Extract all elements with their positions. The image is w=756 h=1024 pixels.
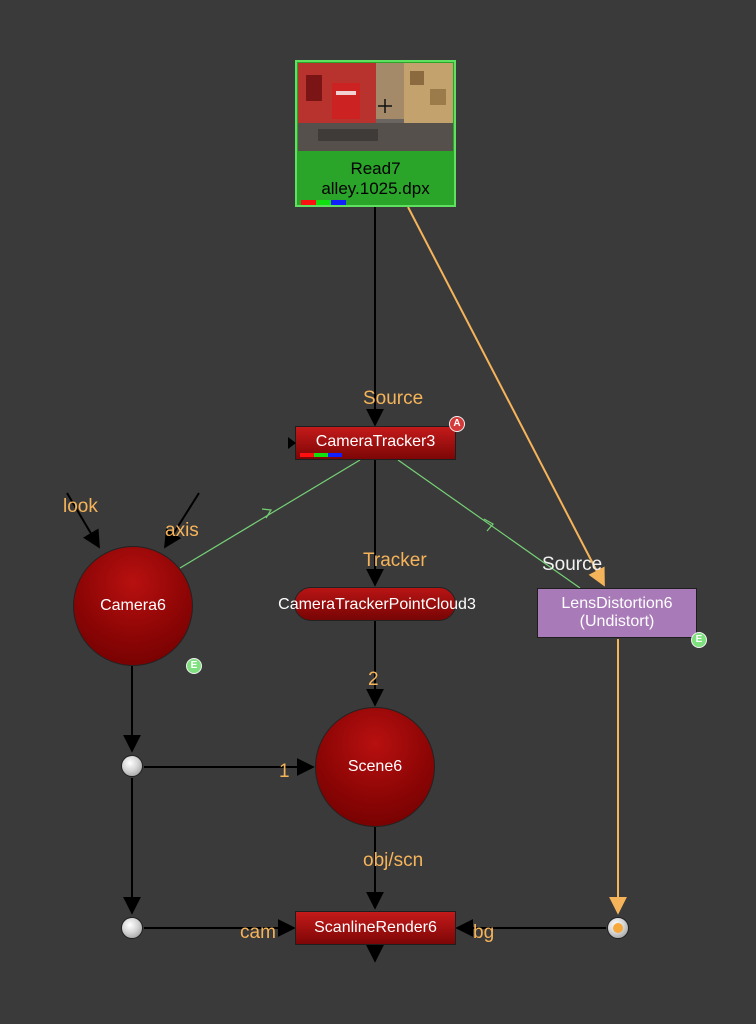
input-label-look: look <box>63 496 98 517</box>
channel-red <box>301 200 316 205</box>
scanline-node[interactable]: ScanlineRender6 <box>295 911 456 945</box>
input-label-cam: cam <box>240 922 276 943</box>
pointcloud-node-name: CameraTrackerPointCloud3 <box>278 596 476 613</box>
channel-green <box>316 200 331 205</box>
pipe-camera-look[interactable] <box>66 492 100 549</box>
cameratracker-node-name: CameraTracker3 <box>315 433 436 450</box>
read-node-file: alley.1025.dpx <box>321 179 430 198</box>
link-cameratracker-to-camera <box>179 459 361 569</box>
camera-node[interactable]: Camera6 <box>73 546 193 666</box>
scene-node[interactable]: Scene6 <box>315 707 435 827</box>
input-label-scene-2: 2 <box>368 669 379 690</box>
tracker-channel-blue <box>328 453 342 457</box>
camera-node-name: Camera6 <box>100 597 166 614</box>
pipe-camera-axis[interactable] <box>164 492 200 549</box>
input-label-tracker-source: Source <box>363 388 424 409</box>
cameratracker-node[interactable]: CameraTracker3 <box>295 426 456 460</box>
dot-node-camera[interactable] <box>121 755 143 777</box>
input-label-bg: bg <box>473 922 495 943</box>
lensdistortion-node[interactable]: LensDistortion6 (Undistort) <box>537 588 697 638</box>
input-label-axis: axis <box>165 520 199 541</box>
pipe-read-to-lensdistortion[interactable] <box>407 206 605 587</box>
channel-blue <box>331 200 346 205</box>
tracker-channel-red <box>300 453 314 457</box>
input-label-scene-1: 1 <box>279 761 290 782</box>
input-label-tracker: Tracker <box>363 550 427 571</box>
tracker-channel-green <box>314 453 328 457</box>
scanline-node-name: ScanlineRender6 <box>314 919 437 936</box>
lensdistortion-badge: E <box>691 632 707 648</box>
cameratracker-badge: A <box>449 416 465 432</box>
input-label-obj-scn: obj/scn <box>363 850 424 871</box>
scene-node-name: Scene6 <box>347 758 403 775</box>
dot-node-bg[interactable] <box>607 917 629 939</box>
pointcloud-node[interactable] <box>294 587 456 621</box>
input-label-lens-source: Source <box>542 554 603 575</box>
link-arrow-camera <box>261 508 273 519</box>
read-node-name: Read7 <box>350 159 401 178</box>
lensdistortion-node-mode: (Undistort) <box>579 613 655 630</box>
dot-node-cam-render[interactable] <box>121 917 143 939</box>
link-cameratracker-to-lens <box>397 459 581 589</box>
cameratracker-input-arrow-icon <box>288 437 296 449</box>
camera-badge: E <box>186 658 202 674</box>
read-thumbnail <box>298 63 453 151</box>
lensdistortion-node-name: LensDistortion6 <box>561 595 673 612</box>
read-node[interactable]: Read7 alley.1025.dpx <box>295 60 456 207</box>
link-arrow-lens <box>483 518 494 532</box>
dot-bg-center <box>613 923 623 933</box>
